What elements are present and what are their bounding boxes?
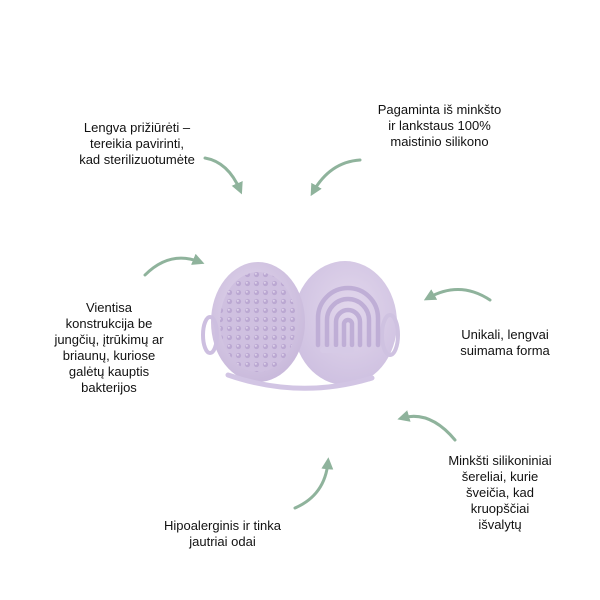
feature-label-shape: Unikali, lengvai suimama forma bbox=[460, 327, 550, 358]
curved-arrow-icon bbox=[423, 288, 492, 302]
curved-arrow-icon bbox=[203, 156, 243, 195]
feature-label-seamless: Vientisa konstrukcija be jungčių, įtrūki… bbox=[54, 300, 164, 395]
feature-label-hypoallergenic: Hipoalerginis ir tinka jautriai odai bbox=[163, 518, 282, 549]
curved-arrow-icon bbox=[293, 457, 334, 510]
feature-label-sterilize: Lengva prižiūrėti – tereikia pavirinti, … bbox=[79, 120, 195, 167]
curved-arrow-icon bbox=[143, 253, 205, 277]
feature-label-bristles: Minkšti silikoniniai šereliai, kurie šve… bbox=[448, 453, 552, 532]
brush-front bbox=[201, 262, 305, 382]
curved-arrow-icon bbox=[397, 410, 457, 442]
brush-ring bbox=[225, 372, 375, 391]
feature-label-material: Pagaminta iš minkšto ir lankstaus 100% m… bbox=[377, 102, 502, 149]
brush-back bbox=[293, 261, 400, 385]
curved-arrow-icon bbox=[310, 158, 362, 197]
